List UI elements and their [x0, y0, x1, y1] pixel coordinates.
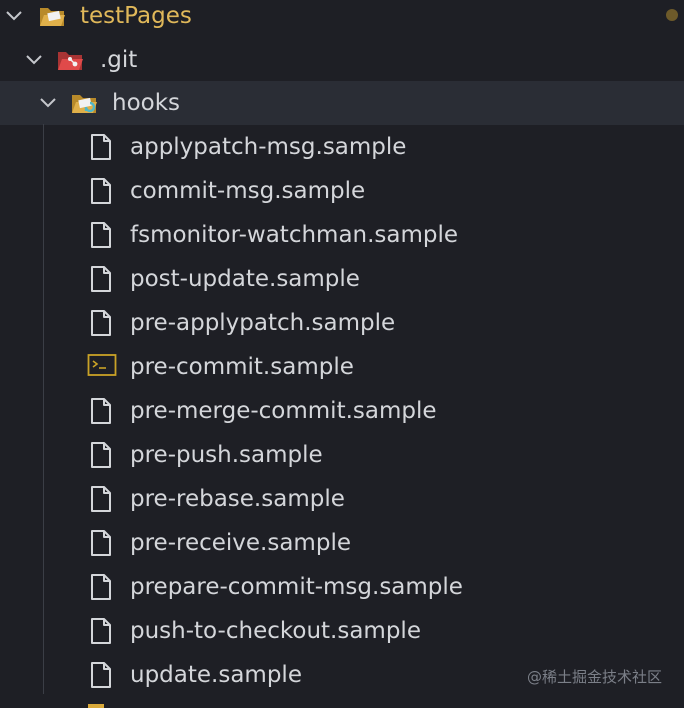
tree-label-file: update.sample: [130, 662, 302, 688]
file-icon: [89, 617, 115, 645]
git-folder-icon: [56, 48, 84, 72]
file-icon: [89, 529, 115, 557]
tree-label-file: applypatch-msg.sample: [130, 134, 407, 160]
tree-label-file: push-to-checkout.sample: [130, 618, 421, 644]
chevron-down-icon[interactable]: [4, 6, 24, 26]
tree-row-file[interactable]: pre-applypatch.sample: [0, 301, 684, 345]
tree-label-file: pre-commit.sample: [130, 354, 354, 380]
file-icon: [89, 133, 115, 161]
tree-label-file: commit-msg.sample: [130, 178, 366, 204]
tree-row-file[interactable]: prepare-commit-msg.sample: [0, 565, 684, 609]
tree-row-file[interactable]: commit-msg.sample: [0, 169, 684, 213]
tree-row-file[interactable]: fsmonitor-watchman.sample: [0, 213, 684, 257]
tree-label-file: pre-rebase.sample: [130, 486, 345, 512]
tree-label-root: testPages: [80, 3, 192, 29]
terminal-icon: [87, 353, 117, 381]
tree-row-file[interactable]: pre-merge-commit.sample: [0, 389, 684, 433]
tree-row-file[interactable]: post-update.sample: [0, 257, 684, 301]
file-icon: [89, 397, 115, 425]
tree-row-file[interactable]: update.sample: [0, 653, 684, 697]
tree-row-file[interactable]: pre-receive.sample: [0, 521, 684, 565]
file-icon: [89, 309, 115, 337]
file-icon: [89, 485, 115, 513]
file-icon: [89, 573, 115, 601]
tree-row-file[interactable]: pre-rebase.sample: [0, 477, 684, 521]
tree-label-file: pre-push.sample: [130, 442, 323, 468]
tree-label-file: pre-merge-commit.sample: [130, 398, 437, 424]
tree-row-file[interactable]: applypatch-msg.sample: [0, 125, 684, 169]
tree-row-file[interactable]: pre-push.sample: [0, 433, 684, 477]
tree-label-git: .git: [100, 47, 138, 73]
tree-row-git[interactable]: .git: [0, 38, 684, 82]
tree-label-file: post-update.sample: [130, 266, 360, 292]
hooks-folder-icon: [70, 91, 98, 115]
tree-row-root[interactable]: testPages: [0, 0, 684, 38]
tree-label-file: pre-applypatch.sample: [130, 310, 396, 336]
file-icon: [89, 441, 115, 469]
chevron-down-icon[interactable]: [38, 93, 58, 113]
chevron-down-icon[interactable]: [24, 50, 44, 70]
tree-row-hooks[interactable]: hooks: [0, 81, 684, 125]
tree-label-file: prepare-commit-msg.sample: [130, 574, 463, 600]
folder-icon-fragment: [88, 704, 104, 708]
modified-indicator-dot: [666, 9, 678, 21]
file-icon: [89, 177, 115, 205]
folder-open-icon: [38, 4, 66, 28]
file-icon: [89, 265, 115, 293]
file-icon: [89, 221, 115, 249]
indent-guide: [43, 124, 44, 694]
file-icon: [89, 661, 115, 689]
tree-row-file[interactable]: push-to-checkout.sample: [0, 609, 684, 653]
tree-row-file[interactable]: pre-commit.sample: [0, 345, 684, 389]
watermark: @稀土掘金技术社区: [526, 668, 662, 686]
tree-label-hooks: hooks: [112, 90, 181, 116]
tree-label-file: fsmonitor-watchman.sample: [130, 222, 459, 248]
tree-label-file: pre-receive.sample: [130, 530, 351, 556]
